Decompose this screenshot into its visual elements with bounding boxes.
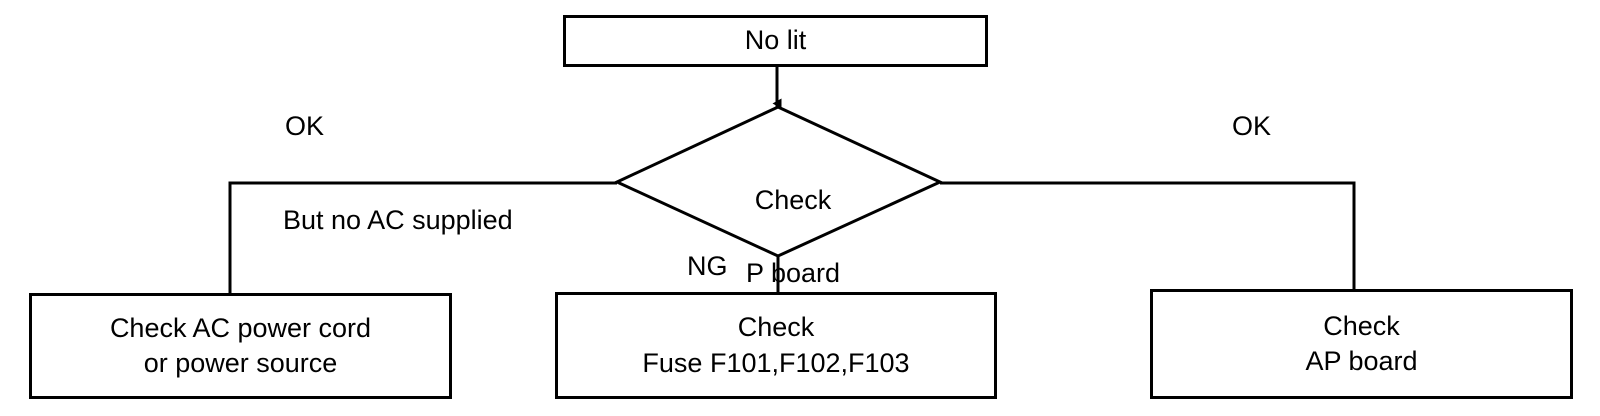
decision-label-line-2: P board xyxy=(745,258,841,289)
decision-label-line-1: Check xyxy=(754,185,832,216)
edge-label-right-ok: OK xyxy=(1232,111,1272,141)
connector-right-ok xyxy=(940,181,1356,289)
outcome-line-1: Check xyxy=(737,312,815,343)
outcome-line-2: AP board xyxy=(1305,346,1418,376)
outcome-node-check-fuse[interactable]: Check Fuse F101,F102,F103 xyxy=(555,292,997,399)
connector-left-ok xyxy=(228,181,617,293)
outcome-node-check-ap-board[interactable]: Check AP board xyxy=(1150,289,1573,399)
outcome-line-2: or power source xyxy=(143,348,338,378)
edge-label-ng: NG xyxy=(687,251,728,281)
edge-label-but-no-ac-supplied: But no AC supplied xyxy=(283,205,513,235)
start-node-no-lit[interactable]: No lit xyxy=(563,15,988,67)
outcome-line-1: Check AC power cord xyxy=(109,312,372,343)
decision-node-label: Check P board xyxy=(628,146,928,328)
start-node-label: No lit xyxy=(744,25,807,56)
outcome-line-2: Fuse F101,F102,F103 xyxy=(642,347,910,378)
outcome-line-1: Check xyxy=(1323,310,1400,341)
edge-label-left-ok: OK xyxy=(285,111,325,141)
outcome-node-check-ac-power-cord[interactable]: Check AC power cord or power source xyxy=(29,293,452,399)
